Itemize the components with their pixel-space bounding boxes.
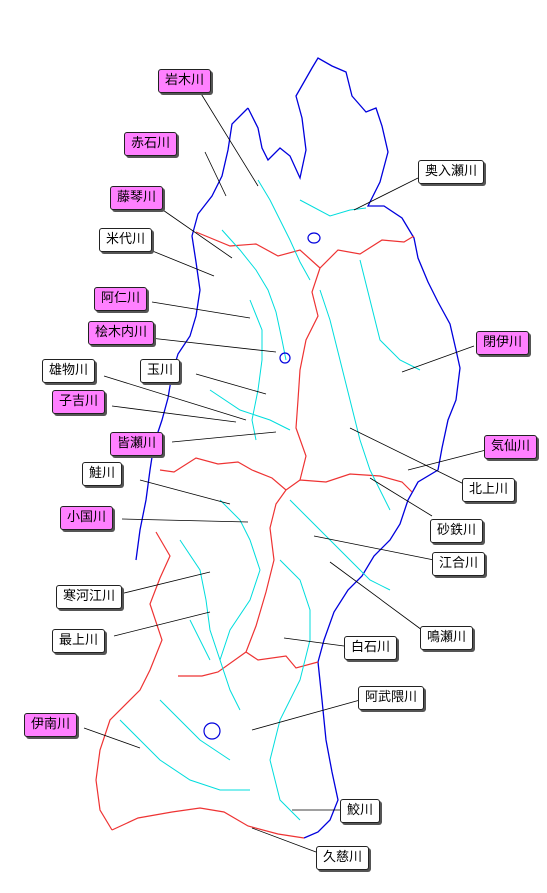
label-yoneshiro: 米代川 — [99, 228, 153, 252]
label-oirase: 奥入瀬川 — [418, 160, 485, 184]
label-naruse: 鳴瀬川 — [420, 626, 474, 650]
label-inan: 伊南川 — [24, 713, 78, 737]
label-mogami: 最上川 — [52, 629, 106, 653]
label-akaishi: 赤石川 — [124, 132, 178, 156]
leader-lines — [83, 91, 487, 853]
label-tama: 玉川 — [140, 359, 181, 383]
label-omono: 雄物川 — [42, 359, 96, 383]
label-shiroishi: 白石川 — [344, 636, 398, 660]
label-fujikoto: 藤琴川 — [110, 186, 164, 210]
label-kuji: 久慈川 — [316, 846, 370, 870]
label-hei: 閉伊川 — [476, 331, 530, 355]
label-kitakami: 北上川 — [462, 478, 516, 502]
label-koyoshi: 子吉川 — [52, 390, 106, 414]
lake-inawashiro — [203, 722, 221, 740]
label-oguni: 小国川 — [60, 506, 114, 530]
lake-tazawa — [279, 352, 291, 364]
label-kesen: 気仙川 — [484, 435, 538, 459]
label-hinokinai: 桧木内川 — [88, 321, 155, 345]
label-ani: 阿仁川 — [94, 287, 148, 311]
lake-towada — [307, 232, 321, 244]
label-iwaki: 岩木川 — [158, 69, 212, 93]
label-abukuma: 阿武隈川 — [358, 686, 425, 710]
label-sake: 鮭川 — [82, 462, 123, 486]
river-network — [119, 179, 421, 821]
label-satetsu: 砂鉄川 — [430, 519, 484, 543]
label-sagae: 寒河江川 — [56, 585, 123, 609]
coastline-west — [135, 107, 249, 561]
label-eai: 江合川 — [432, 552, 486, 576]
label-same: 鮫川 — [340, 799, 381, 823]
label-minase: 皆瀬川 — [110, 432, 164, 456]
coastline — [247, 57, 461, 839]
prefecture-borders — [95, 231, 415, 839]
